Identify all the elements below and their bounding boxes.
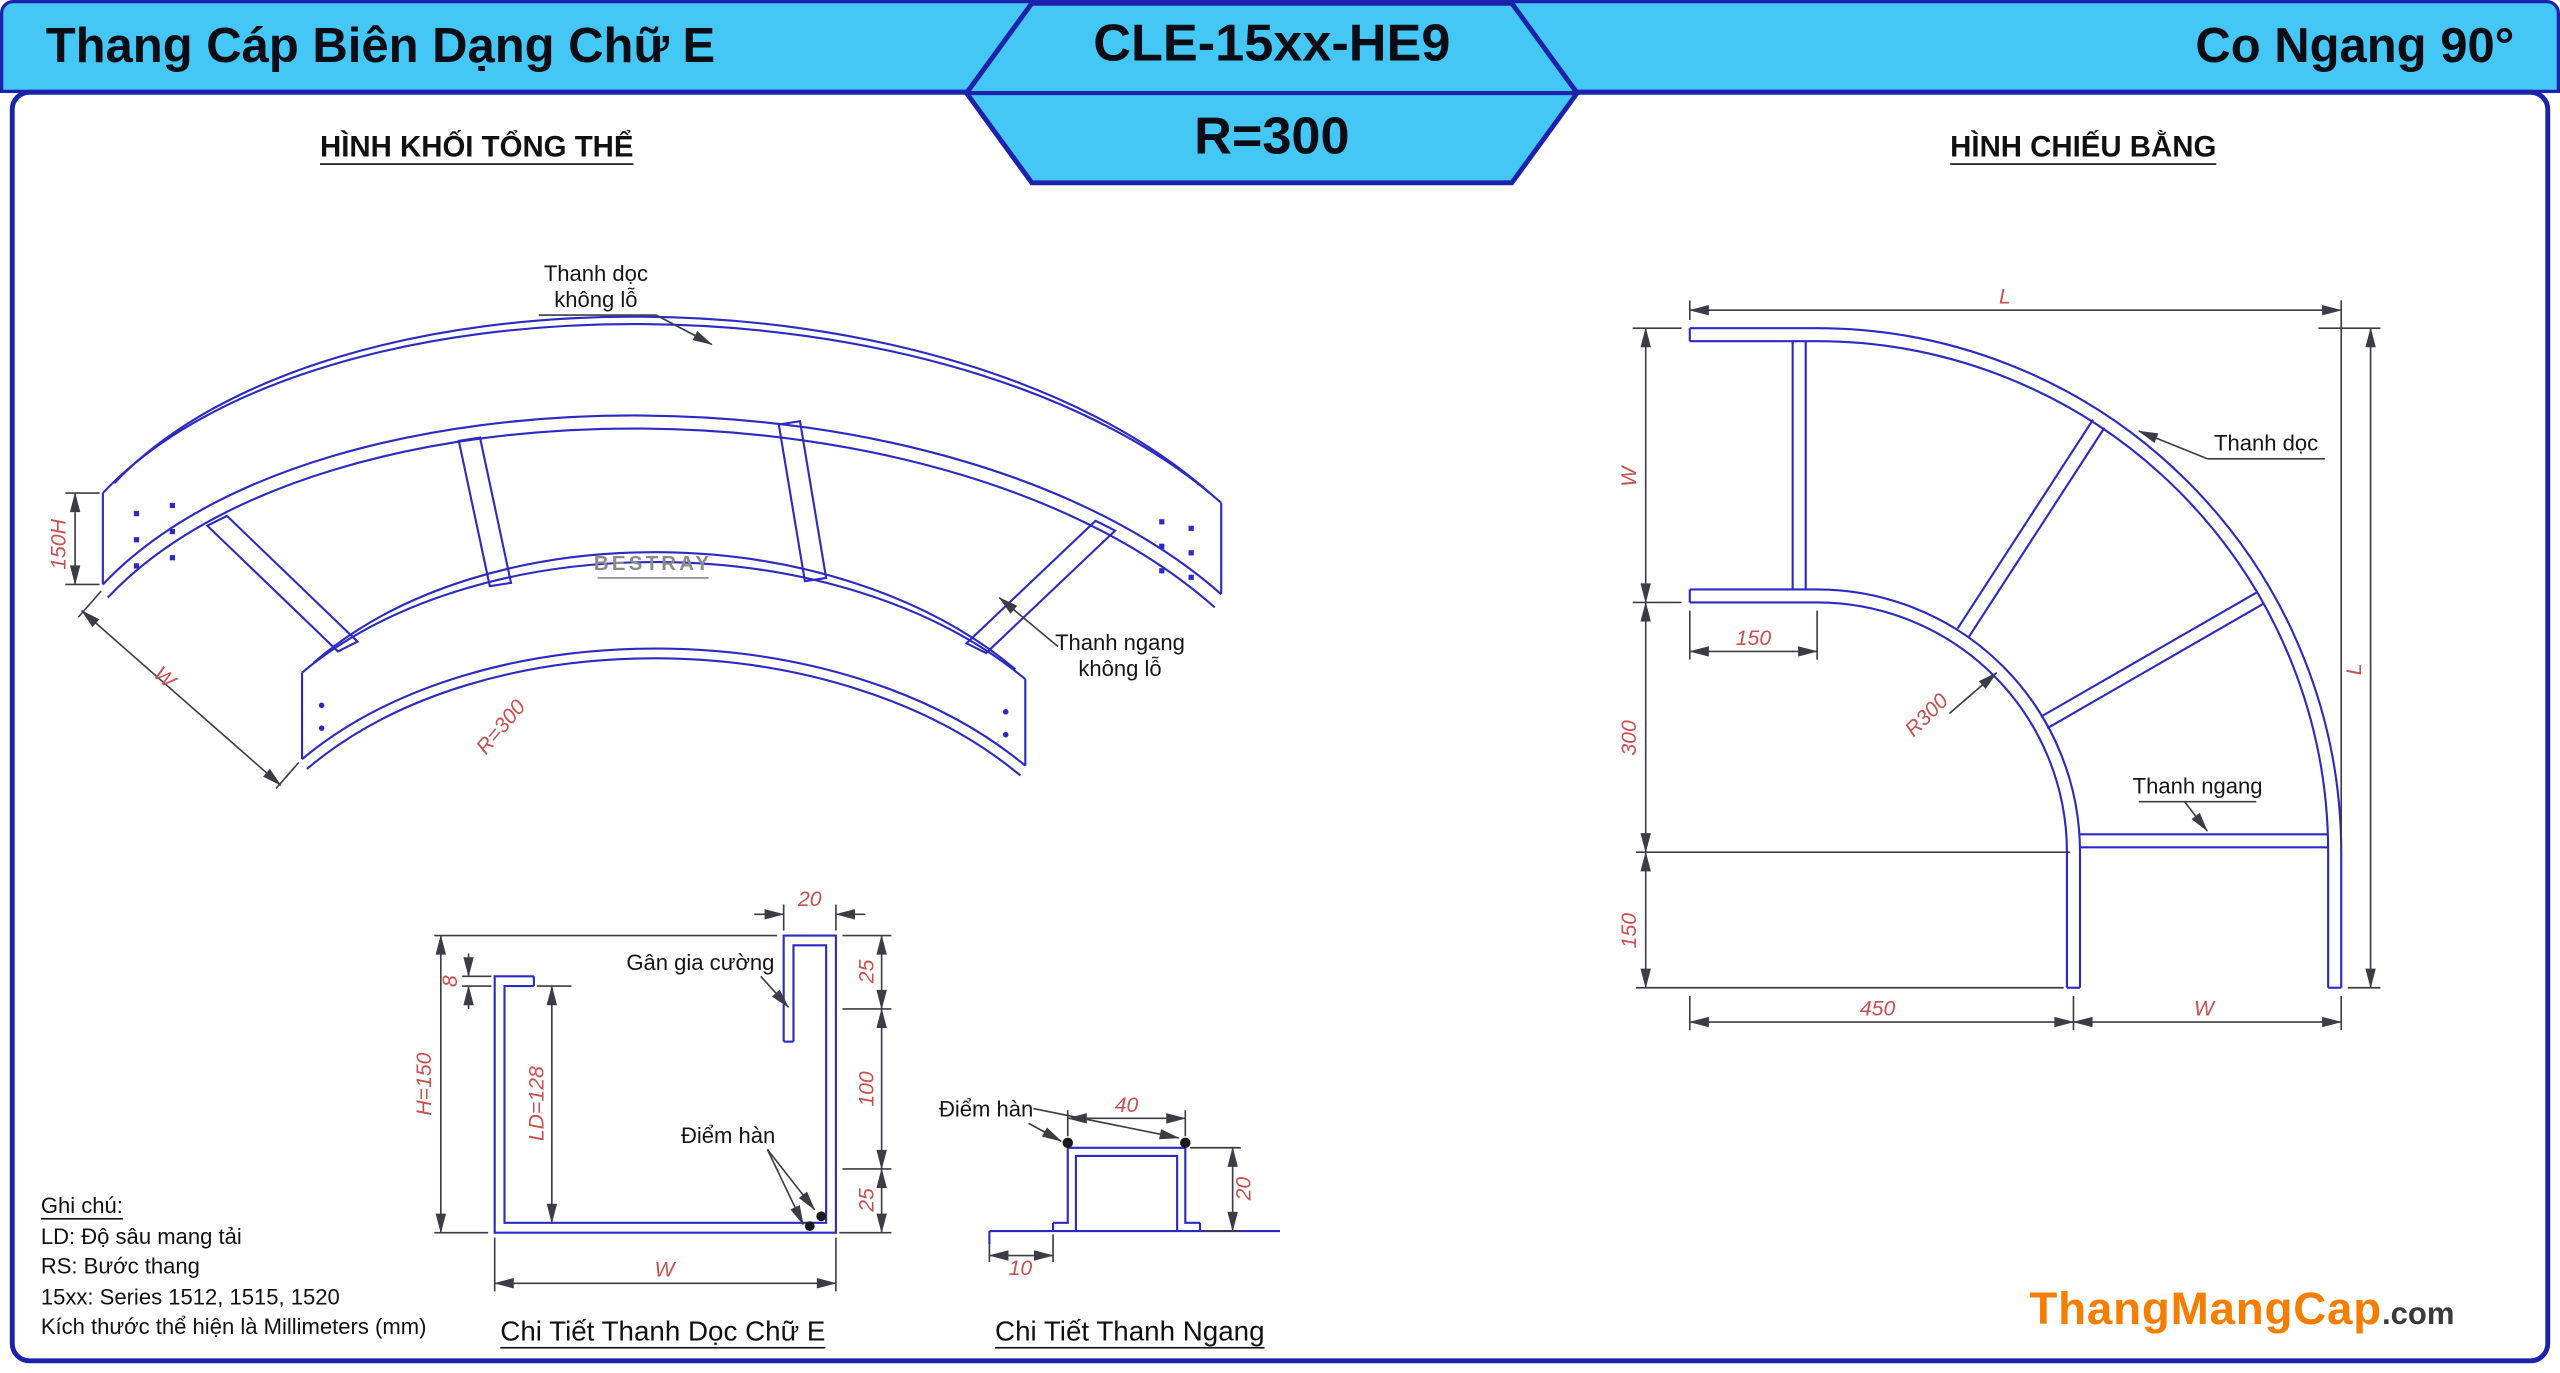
weld-dot	[1062, 1137, 1073, 1149]
plan-dim-l-right: L	[2343, 663, 2366, 675]
rung-weld-label: Điểm hàn	[939, 1097, 1033, 1122]
rail-profile-labels: Gân gia cường Điểm hàn	[626, 950, 816, 1226]
iso-dim-height: 150H	[47, 518, 70, 569]
iso-dimensions: 150H W R=300	[47, 492, 530, 790]
weld-label: Điểm hàn	[681, 1123, 775, 1148]
company-logo: ThangMangCap.com	[2029, 1283, 2454, 1335]
rung-profile-detail-drawing: 40 20 10 Điểm hàn	[939, 1094, 1280, 1280]
rung-profile-dimensions: 40 20 10	[988, 1094, 1256, 1280]
rung-dim-40: 40	[1115, 1094, 1139, 1117]
end-plate-holes	[133, 502, 1194, 738]
logo-tld: .com	[2382, 1297, 2455, 1333]
overview-title: HÌNH KHỐI TỔNG THỂ	[319, 130, 634, 164]
rail-profile-detail-drawing: 20 25 100 25 H=150 LD=128 8 W Gân gia cư…	[413, 888, 892, 1292]
plan-dim-radius: R300	[1901, 689, 1953, 741]
rail-dim-w: W	[654, 1259, 676, 1282]
weld-dot	[816, 1211, 827, 1222]
rail-dim-25-bottom: 25	[855, 1188, 878, 1213]
radius-label: R=300	[1194, 106, 1350, 165]
iso-rung	[205, 514, 360, 653]
plan-title: HÌNH CHIẾU BẰNG	[1950, 130, 2217, 164]
weld-dot	[1180, 1137, 1191, 1149]
iso-rung	[457, 436, 513, 588]
model-badge	[963, 0, 1581, 186]
iso-rung-label-line1: Thanh ngang	[1055, 630, 1185, 655]
weld-dot	[804, 1221, 815, 1232]
rib-label: Gân gia cường	[626, 950, 774, 975]
plan-labels: Thanh dọc Thanh ngang	[2133, 430, 2325, 832]
rail-detail-title: Chi Tiết Thanh Dọc Chữ E	[500, 1315, 826, 1347]
page-title-left: Thang Cáp Biên Dạng Chữ E	[45, 19, 716, 74]
rung-detail-title: Chi Tiết Thanh Ngang	[995, 1315, 1265, 1347]
rail-dim-h150: H=150	[413, 1052, 436, 1115]
note-line: 15xx: Series 1512, 1515, 1520	[40, 1284, 340, 1309]
iso-ladder-geometry	[101, 315, 1223, 777]
plan-dim-w-left: W	[1618, 465, 1641, 487]
plan-dimensions: L W 300 150 150 450 W L R300	[1618, 286, 2381, 1031]
note-line: LD: Độ sâu mang tải	[40, 1223, 242, 1249]
model-code: CLE-15xx-HE9	[1093, 13, 1451, 72]
plan-dim-150-top: 150	[1736, 627, 1772, 650]
iso-rung-label-line2: không lỗ	[1078, 656, 1161, 681]
logo-name: ThangMangCap	[2029, 1283, 2383, 1334]
rail-profile-dimensions: 20 25 100 25 H=150 LD=128 8 W	[413, 888, 892, 1292]
rung-dim-10: 10	[1009, 1257, 1033, 1280]
iso-dim-width: W	[149, 662, 181, 694]
plan-dim-300: 300	[1618, 720, 1641, 756]
notes-title: Ghi chú:	[40, 1193, 123, 1218]
iso-rail-label-line1: Thanh dọc	[544, 261, 648, 286]
notes-block: Ghi chú: LD: Độ sâu mang tải RS: Bước th…	[41, 1192, 427, 1343]
isometric-view-drawing: 150H W R=300 Thanh dọc không lỗ Thanh ng…	[47, 261, 1223, 790]
rung-profile-labels: Điểm hàn	[939, 1097, 1180, 1142]
plan-dim-w-bottom: W	[2194, 998, 2216, 1021]
note-line: Kích thước thể hiện là Millimeters (mm)	[40, 1314, 427, 1339]
rail-dim-100: 100	[855, 1071, 878, 1107]
rail-dim-20: 20	[797, 888, 822, 911]
rail-dim-25-top: 25	[855, 959, 878, 984]
plan-view-drawing: L W 300 150 150 450 W L R300 Thanh dọc	[1618, 286, 2381, 1031]
plan-dim-450: 450	[1860, 998, 1896, 1021]
plan-dim-l-top: L	[1999, 286, 2011, 309]
plan-rung-label: Thanh ngang	[2133, 773, 2263, 798]
plan-rail-label: Thanh dọc	[2214, 431, 2318, 456]
rail-dim-8: 8	[439, 975, 462, 987]
note-line: RS: Bước thang	[40, 1253, 200, 1279]
rung-dim-20: 20	[1233, 1177, 1256, 1202]
iso-rung	[777, 420, 828, 583]
page-title-right: Co Ngang 90°	[2195, 19, 2515, 74]
iso-labels: Thanh dọc không lỗ Thanh ngang không lỗ …	[538, 261, 1185, 681]
sheet-frame	[9, 89, 2551, 1364]
plan-ladder-geometry	[1688, 327, 2343, 989]
rail-profile-geometry	[493, 934, 837, 1234]
plan-dim-150-left: 150	[1618, 913, 1641, 949]
brand-stamp: BESTRAY	[594, 553, 712, 575]
rail-dim-ld128: LD=128	[526, 1066, 549, 1141]
iso-rung	[964, 519, 1117, 655]
iso-dim-radius: R=300	[472, 696, 530, 759]
iso-rail-label-line2: không lỗ	[554, 287, 637, 312]
